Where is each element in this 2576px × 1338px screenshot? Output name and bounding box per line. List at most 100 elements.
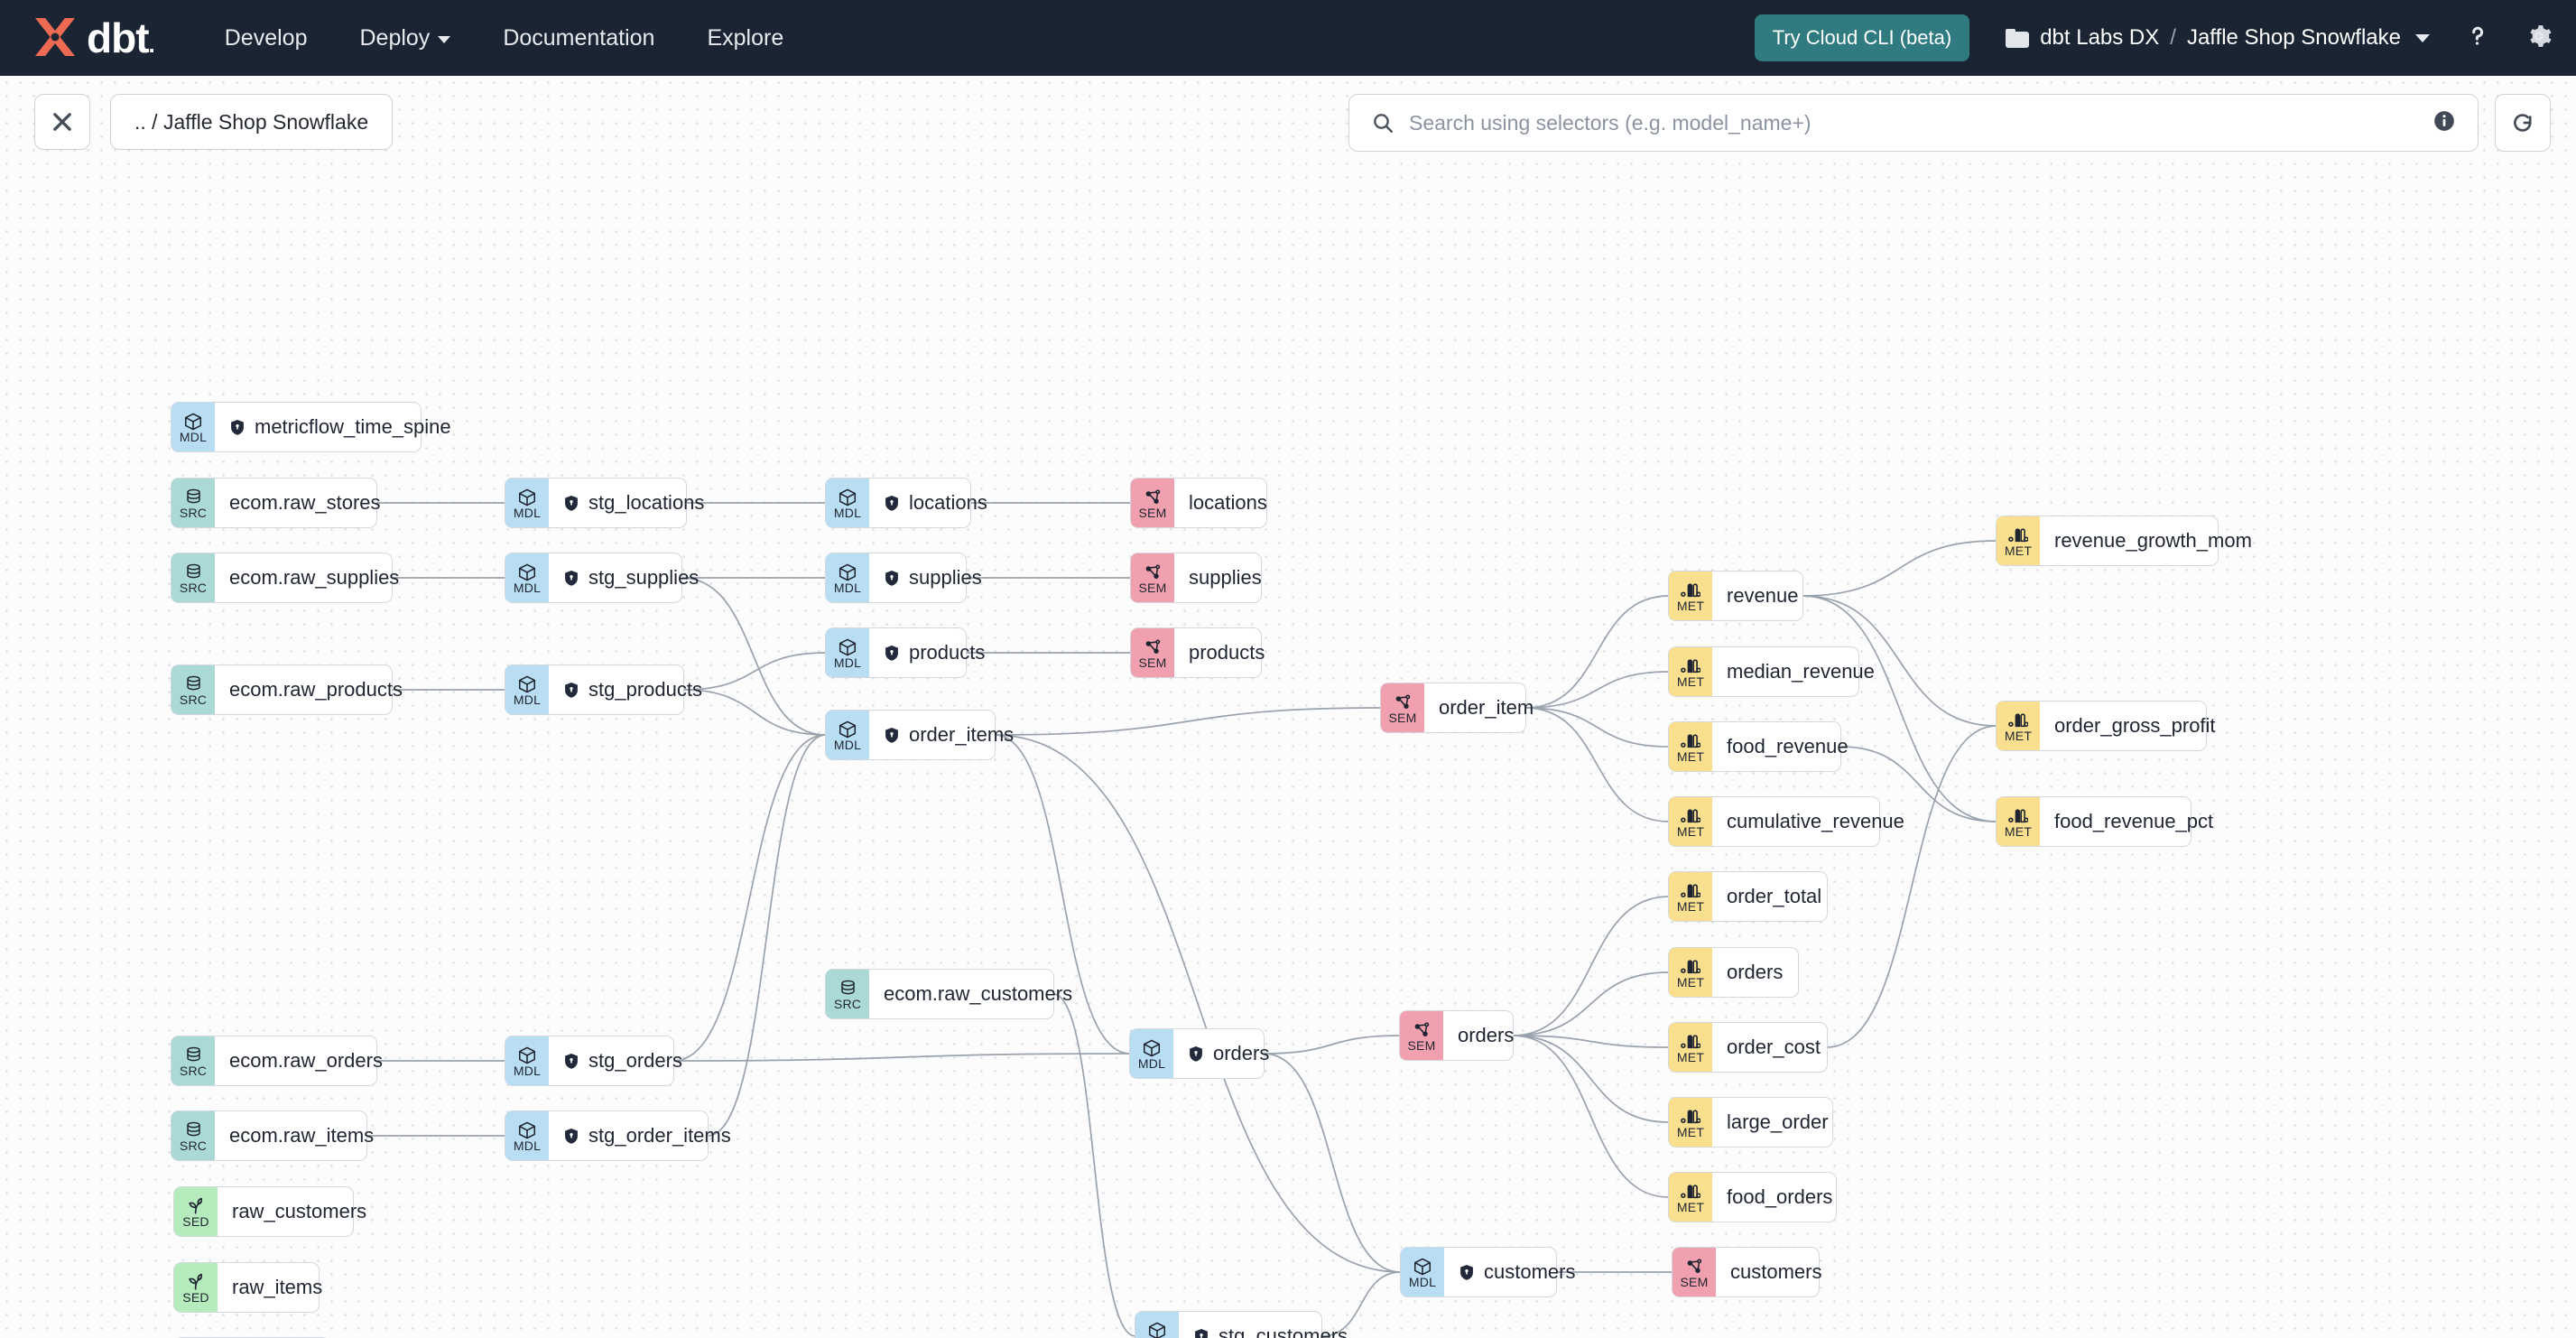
node-type-badge-mdl: MDL: [505, 553, 549, 602]
lineage-edge: [672, 1053, 1131, 1062]
shield-icon: [885, 495, 898, 511]
node-type-badge-mdl: MDL: [1135, 1312, 1179, 1338]
database-icon: [184, 563, 203, 581]
account-project-breadcrumb[interactable]: dbt Labs DX / Jaffle Shop Snowflake: [2006, 25, 2430, 51]
node-label: ecom.raw_orders: [229, 1049, 383, 1072]
cube-icon: [517, 488, 537, 506]
question-mark-icon[interactable]: [2464, 23, 2491, 54]
node-label: cumulative_revenue: [1727, 810, 1904, 832]
cube-icon: [838, 488, 857, 506]
cube-icon: [1147, 1322, 1167, 1338]
info-icon[interactable]: [2432, 109, 2456, 137]
close-button[interactable]: [34, 94, 90, 150]
nav-link-documentation-label: Documentation: [503, 24, 655, 51]
gear-icon[interactable]: [2525, 23, 2553, 54]
nav-link-documentation[interactable]: Documentation: [503, 25, 654, 51]
search-input[interactable]: [1409, 110, 2432, 135]
refresh-button[interactable]: [2495, 94, 2551, 152]
lineage-edge: [1512, 971, 1670, 1036]
node-type-badge-src: SRC: [171, 1111, 215, 1160]
node-label: stg_locations: [588, 491, 705, 514]
bars-icon: [1681, 657, 1700, 675]
lineage-edge: [1826, 725, 1997, 1048]
node-label: food_orders: [1727, 1185, 1833, 1208]
graph-node-mdl_order_items[interactable]: MDL order_items: [826, 711, 1014, 759]
shield-icon: [1193, 1328, 1209, 1338]
node-type-badge-sem: SEM: [1673, 1248, 1716, 1296]
node-type-label: SEM: [1138, 655, 1167, 670]
dbt-logo[interactable]: dbt.: [31, 14, 155, 62]
nav-link-deploy[interactable]: Deploy: [359, 25, 451, 51]
node-type-badge-met: MET: [1669, 872, 1712, 921]
node-label: raw_items: [232, 1276, 323, 1298]
node-type-badge-mdl: MDL: [826, 628, 869, 677]
account-name: dbt Labs DX: [2040, 25, 2160, 50]
node-label: order_items: [909, 723, 1015, 746]
try-cloud-cli-button[interactable]: Try Cloud CLI (beta): [1754, 14, 1970, 61]
node-label: stg_products: [588, 678, 702, 701]
sprout-icon: [186, 1273, 206, 1291]
dbt-wordmark: dbt.: [87, 14, 155, 61]
lineage-breadcrumb[interactable]: .. / Jaffle Shop Snowflake: [110, 94, 394, 150]
shield-icon: [563, 682, 579, 699]
node-body: locations: [869, 479, 1005, 527]
nav-link-explore[interactable]: Explore: [707, 25, 783, 51]
node-body: revenue_growth_mom: [2040, 516, 2270, 565]
lineage-edge: [1512, 896, 1670, 1036]
node-body: revenue: [1712, 571, 1817, 620]
node-type-badge-mdl: MDL: [826, 711, 869, 759]
node-type-label: SEM: [1138, 580, 1167, 595]
node-type-label: MET: [1676, 898, 1705, 914]
node-label: order_gross_profit: [2054, 714, 2216, 737]
cube-icon: [838, 720, 857, 739]
lineage-edge: [994, 707, 1382, 736]
nav-link-develop[interactable]: Develop: [225, 25, 308, 51]
shield-icon: [1188, 1045, 1204, 1063]
refresh-icon: [2514, 114, 2532, 132]
cube-icon: [838, 563, 857, 581]
node-type-badge-src: SRC: [171, 479, 215, 527]
search-bar[interactable]: [1348, 94, 2479, 152]
node-body: products: [1174, 628, 1283, 677]
node-body: median_revenue: [1712, 647, 1893, 696]
